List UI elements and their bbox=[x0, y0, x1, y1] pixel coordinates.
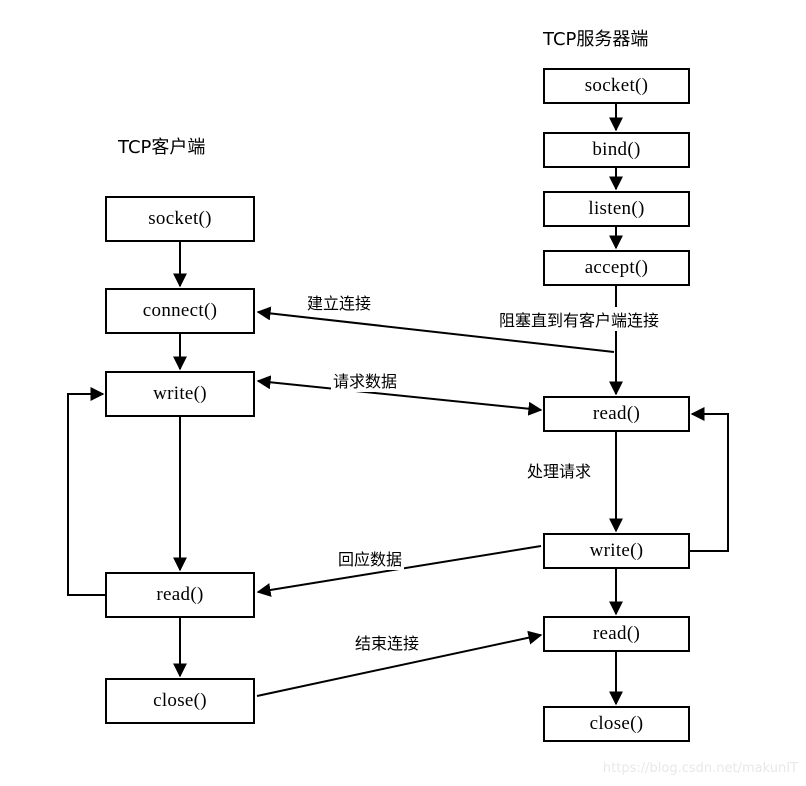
node-client-socket[interactable]: socket() bbox=[105, 196, 255, 242]
node-server-socket[interactable]: socket() bbox=[543, 68, 690, 104]
server-column-title: TCP服务器端 bbox=[543, 29, 649, 50]
edge-label-response-data: 回应数据 bbox=[336, 546, 405, 570]
client-column-title: TCP客户端 bbox=[118, 137, 206, 158]
edge-label-block-until-client: 阻塞直到有客户端连接 bbox=[497, 307, 662, 331]
edge-request-data bbox=[256, 375, 543, 416]
node-client-close[interactable]: close() bbox=[105, 678, 255, 724]
node-server-listen[interactable]: listen() bbox=[543, 191, 690, 227]
edge-client-read-loop bbox=[67, 387, 105, 596]
edge-establish-connection bbox=[256, 306, 615, 353]
node-server-read-1[interactable]: read() bbox=[543, 396, 690, 432]
node-server-close[interactable]: close() bbox=[543, 706, 690, 742]
edge-label-request-data: 请求数据 bbox=[331, 368, 400, 392]
node-client-read[interactable]: read() bbox=[105, 572, 255, 618]
node-server-read-2[interactable]: read() bbox=[543, 616, 690, 652]
watermark: https://blog.csdn.net/makunIT bbox=[602, 761, 798, 776]
edge-server-write-loop bbox=[690, 407, 729, 552]
edge-end-connection bbox=[256, 630, 543, 697]
node-server-accept[interactable]: accept() bbox=[543, 250, 690, 286]
node-server-write[interactable]: write() bbox=[543, 533, 690, 569]
node-server-bind[interactable]: bind() bbox=[543, 132, 690, 168]
edge-label-establish-connection: 建立连接 bbox=[305, 290, 374, 314]
edge-label-end-connection: 结束连接 bbox=[353, 630, 422, 654]
node-client-write[interactable]: write() bbox=[105, 371, 255, 417]
edge-label-process-request: 处理请求 bbox=[525, 458, 594, 482]
node-client-connect[interactable]: connect() bbox=[105, 288, 255, 334]
